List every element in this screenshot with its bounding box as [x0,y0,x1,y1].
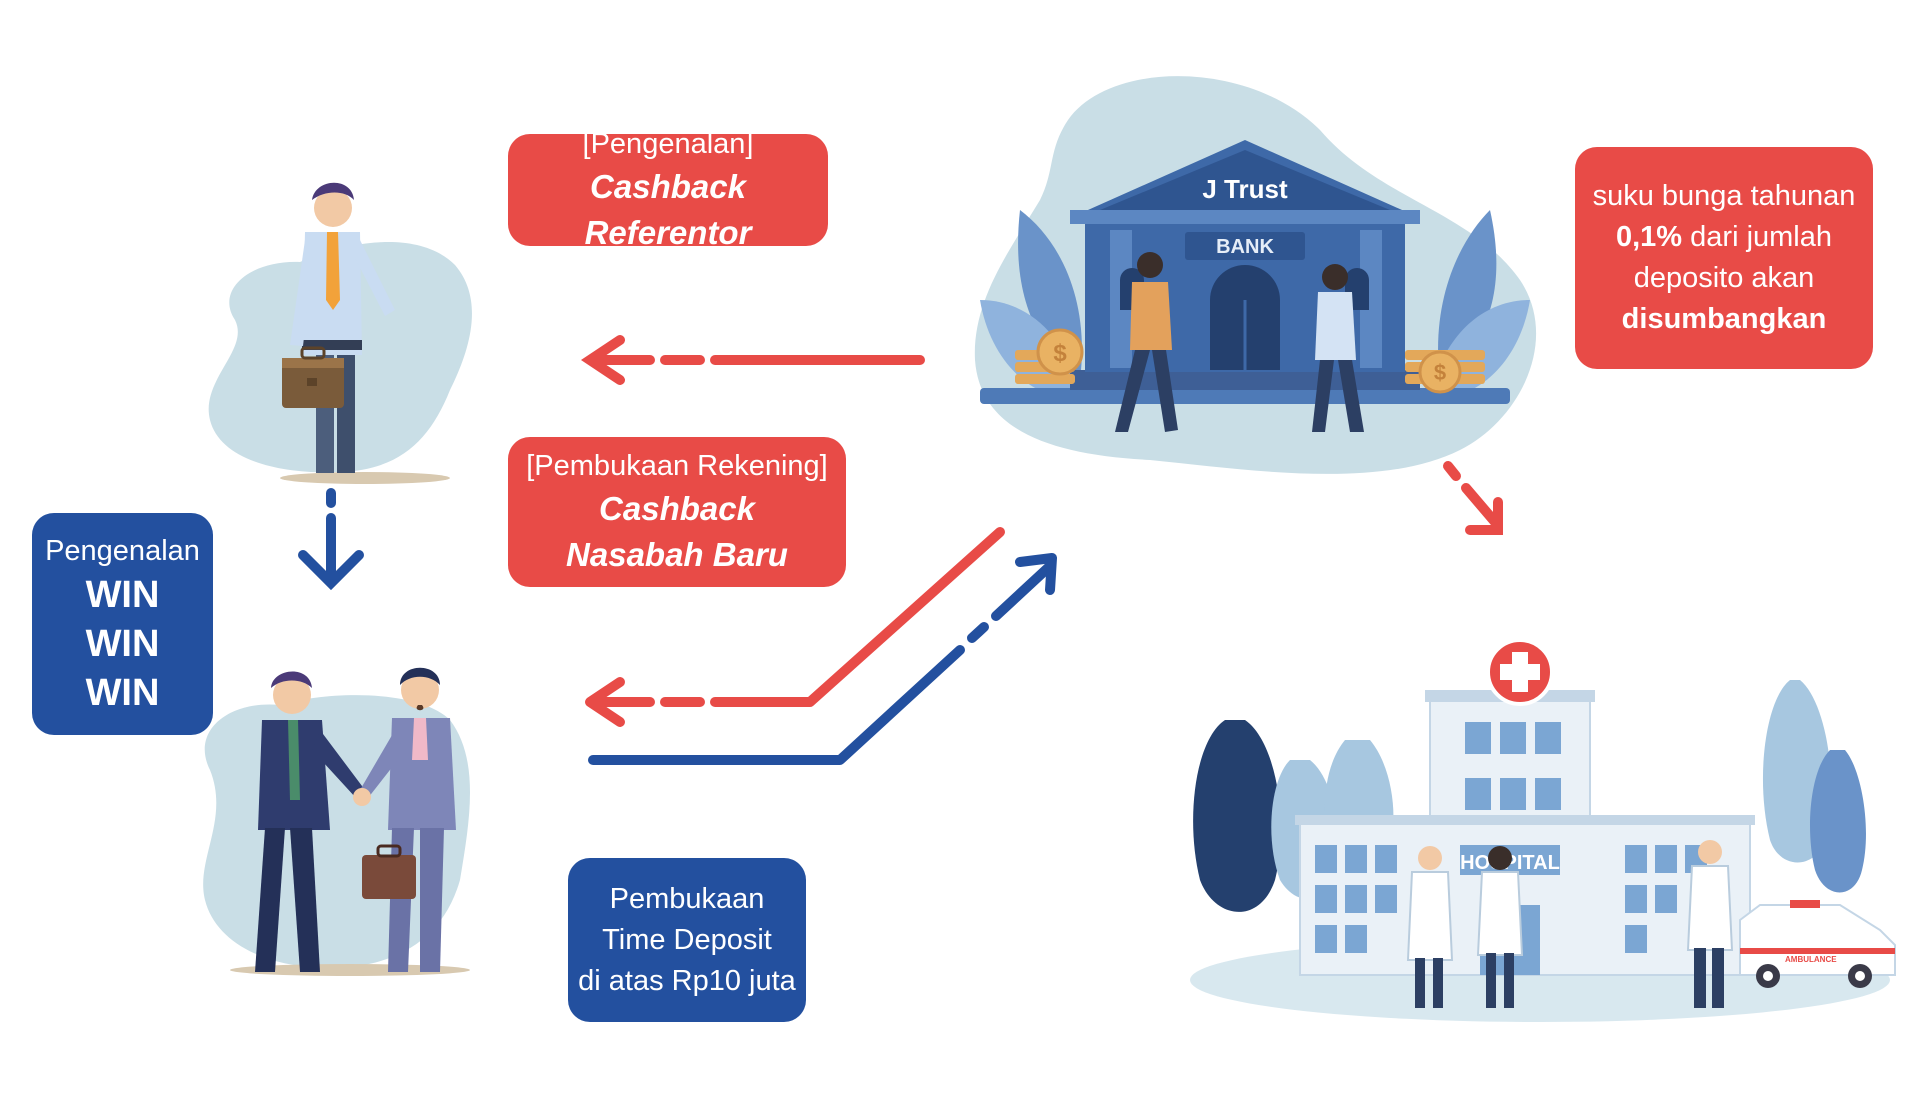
donation-callout: suku bunga tahunan 0,1% dari jumlah depo… [1575,147,1873,369]
donation-rate: 0,1% [1615,221,1683,253]
referral-intro-line1: [Pengenalan] [582,128,754,160]
referral-intro-line2: Cashback Referentor [584,168,752,251]
account-opening-line1: [Pembukaan Rekening] [526,450,828,482]
time-deposit-line3: di atas Rp10 juta [578,964,796,997]
dollar-coin-icon: $ [1015,328,1084,384]
account-opening-line2: Cashback [599,490,755,527]
svg-text:$: $ [1053,340,1067,367]
ambulance-icon: AMBULANCE [1739,900,1896,988]
donation-line2-rest: dari jumlah [1682,221,1832,253]
arrow-left [585,527,1005,727]
time-deposit-line2: Time Deposit [602,923,772,956]
red-cross-icon [1486,638,1554,706]
donation-line4: disumbangkan [1621,303,1827,335]
bank-name-text: J Trust [1202,174,1288,204]
arrow-down [298,488,364,591]
donation-line2: 0,1% dari jumlah [1616,217,1832,258]
account-opening-line3: Nasabah Baru [566,536,788,573]
svg-text:$: $ [1434,360,1446,385]
win-text-1: WIN [85,573,160,616]
time-deposit-callout: Pembukaan Time Deposit di atas Rp10 juta [568,858,806,1022]
win-text-2: WIN [85,622,160,665]
ambulance-text: AMBULANCE [1785,955,1837,964]
arrow-left [580,335,925,385]
time-deposit-line1: Pembukaan [609,882,765,915]
dollar-coin-icon: $ [1405,350,1485,394]
businessman-figure [208,182,472,484]
win-text-3: WIN [85,671,160,714]
hospital-building: HOSPITAL AMBULANCE [1190,638,1896,1022]
bank-sign-text: BANK [1216,236,1274,258]
referral-intro-callout: [Pengenalan] Cashback Referentor [508,128,828,251]
win-intro-text: Pengenalan [45,534,200,567]
account-opening-callout: [Pembukaan Rekening] Cashback Nasabah Ba… [508,437,846,587]
win-win-callout: Pengenalan WIN WIN WIN [32,513,213,735]
arrow-up-right [588,553,1057,765]
donation-line3: deposito akan [1633,262,1815,294]
bank-building: BANK J Trust $ $ [974,76,1537,474]
arrow-down-right [1443,461,1503,535]
handshake-figures [203,667,470,976]
donation-line1: suku bunga tahunan [1592,180,1856,212]
